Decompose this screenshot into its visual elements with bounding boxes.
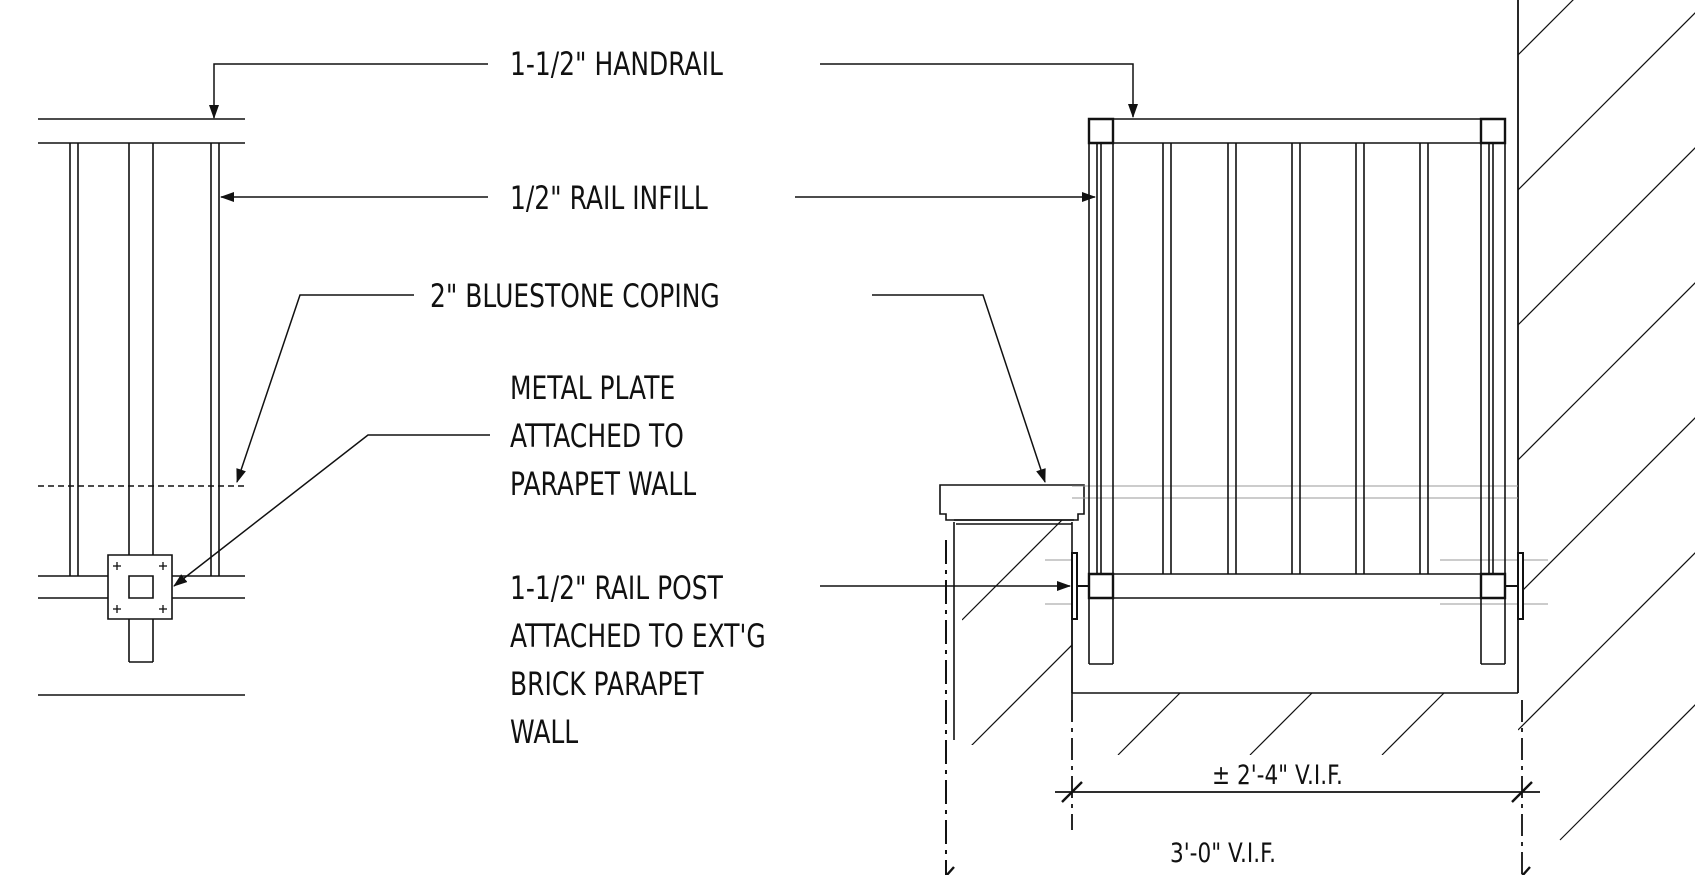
existing-brick-wall: [1118, 0, 1695, 840]
rail-post-label-line-4: WALL: [510, 713, 579, 751]
rail-post-label-line-2: ATTACHED TO EXT'G: [510, 617, 766, 655]
rail-post-label-line-1: 1-1/2" RAIL POST: [510, 569, 723, 607]
inner-dimension-label: ± 2'-4" V.I.F.: [1212, 760, 1343, 791]
metal-plate-label-line-2: ATTACHED TO: [510, 417, 684, 455]
rail-post-label-line-3: BRICK PARAPET: [510, 665, 704, 703]
dimension-lines: [938, 700, 1540, 875]
bluestone-coping-label: 2" BLUESTONE COPING: [430, 277, 720, 315]
metal-plate-label-line-1: METAL PLATE: [510, 369, 676, 407]
post-cap-squares: [1089, 119, 1505, 598]
plate-bolt-icons: [113, 562, 167, 613]
wall-beyond-lines: [1045, 486, 1548, 604]
outer-dimension-label: 3'-0" V.I.F.: [1170, 838, 1276, 869]
metal-plate-label-line-3: PARAPET WALL: [510, 465, 697, 503]
brick-parapet: [946, 512, 1075, 875]
mounting-plates: [1072, 553, 1523, 619]
leader-lines: [173, 64, 1138, 591]
rail-infill-label: 1/2" RAIL INFILL: [510, 179, 708, 217]
railing-elevation: [1072, 119, 1518, 693]
plan-view: [38, 119, 245, 695]
handrail-label: 1-1/2" HANDRAIL: [510, 45, 723, 83]
bluestone-coping: [940, 485, 1084, 524]
